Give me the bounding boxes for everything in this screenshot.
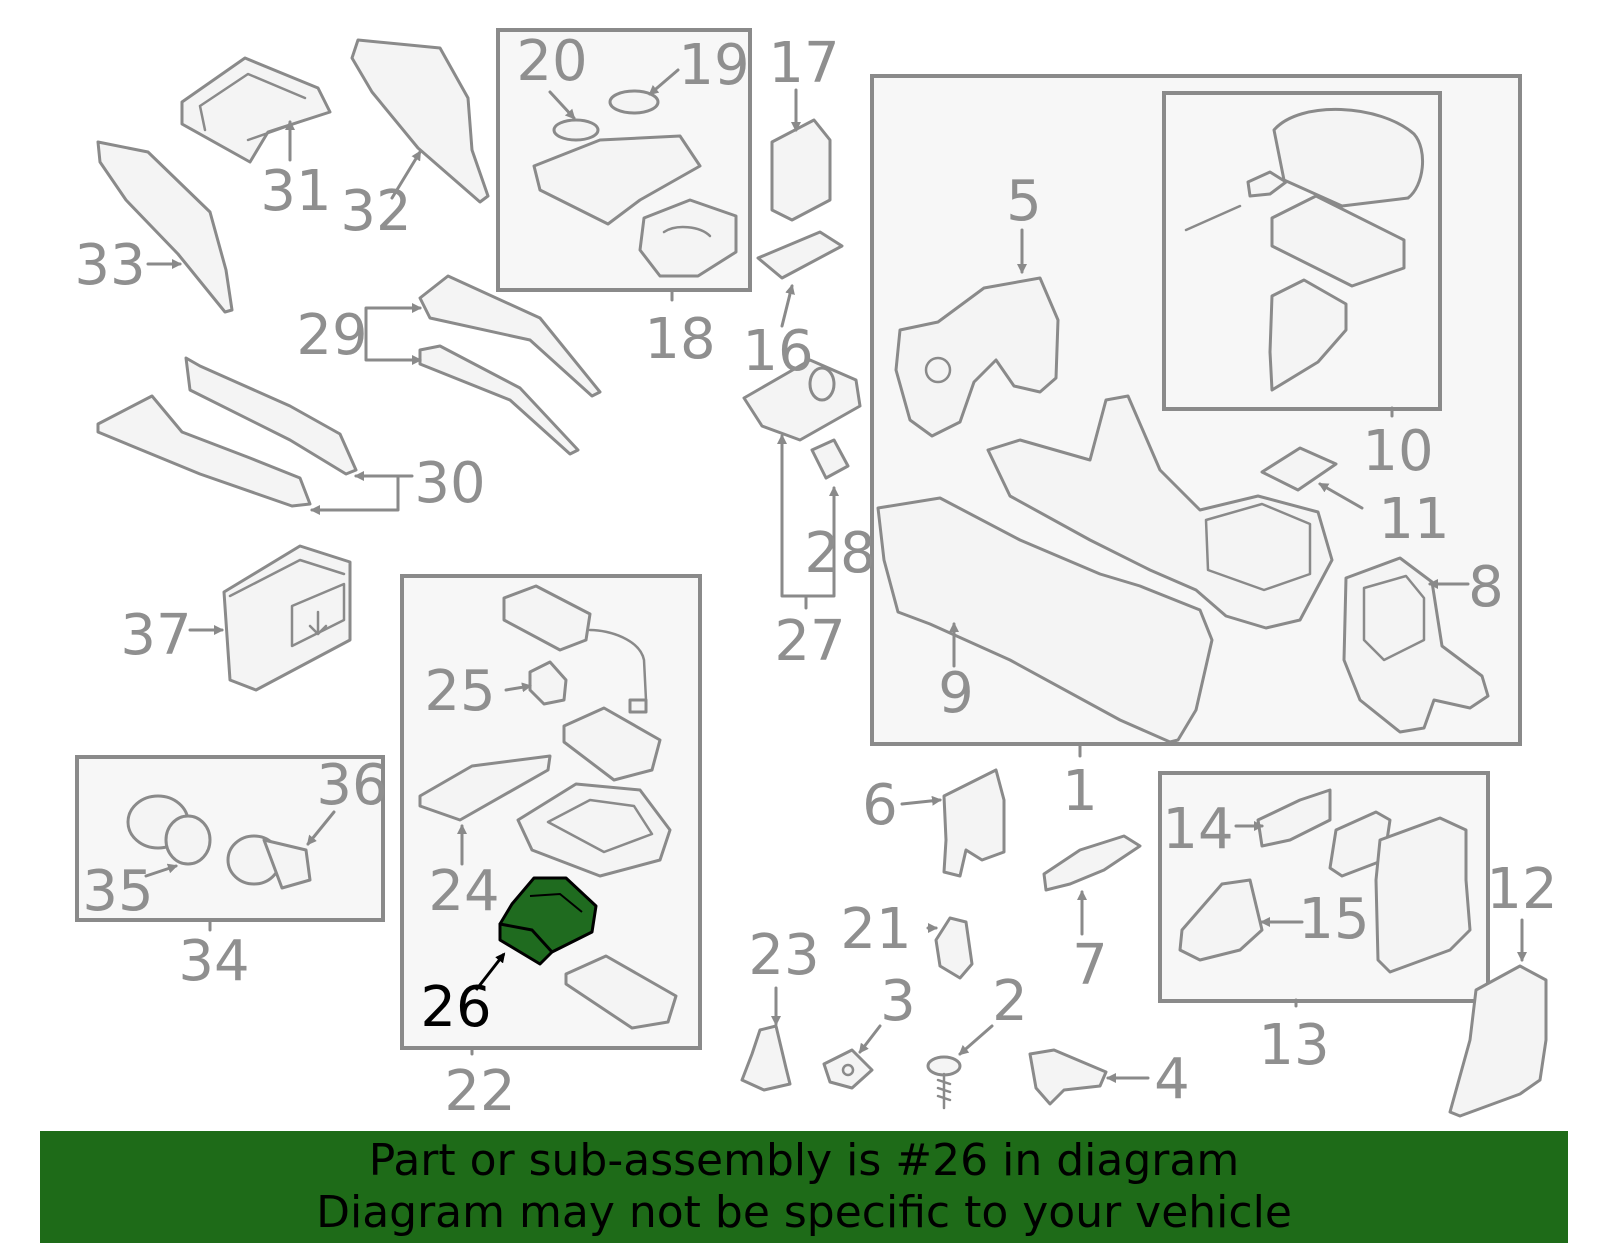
part-4-bracket: [1028, 1048, 1108, 1106]
callout-28: 28: [804, 521, 875, 586]
part-10-latch-bracket: [1268, 278, 1348, 392]
callout-10: 10: [1362, 419, 1433, 484]
callout-17: 17: [768, 31, 839, 96]
callout-21: 21: [840, 897, 911, 962]
callout-35: 35: [82, 859, 153, 924]
part-33-side-panel: [96, 140, 234, 314]
part-37-switch-panel: [222, 544, 352, 692]
callout-6: 6: [862, 773, 898, 838]
callout-25: 25: [424, 659, 495, 724]
callout-15: 15: [1298, 887, 1369, 952]
part-10-armrest-lid: [1272, 107, 1425, 208]
part-23-clip: [740, 1024, 792, 1092]
notice-disclaimer: Diagram may not be specific to your vehi…: [316, 1187, 1292, 1238]
callout-27: 27: [774, 609, 845, 674]
part-30-trim-upper: [184, 356, 358, 476]
callout-7: 7: [1072, 933, 1108, 998]
callout-36: 36: [316, 753, 387, 818]
part-13-rear-panel: [1374, 816, 1472, 974]
notice-part-number: Part or sub-assembly is #26 in diagram: [368, 1135, 1240, 1186]
callout-33: 33: [74, 233, 145, 298]
part-31-storage-bin: [180, 56, 332, 164]
callout-16: 16: [742, 319, 813, 384]
part-12-rear-cover: [1448, 964, 1548, 1118]
part-1-console-frame: [986, 394, 1334, 630]
callout-19: 19: [678, 33, 749, 98]
part-16-tray: [756, 230, 844, 280]
callout-8: 8: [1468, 555, 1504, 620]
part-32-side-panel: [350, 38, 490, 204]
part-18-cupholder-assembly: [532, 89, 738, 278]
part-36-cover: [226, 834, 312, 890]
callout-1: 1: [1062, 759, 1098, 824]
part-14-clip: [1256, 788, 1332, 848]
callout-20: 20: [516, 29, 587, 94]
callout-3: 3: [880, 969, 916, 1034]
diagram-notice-banner: Part or sub-assembly is #26 in diagram D…: [40, 1131, 1568, 1243]
callout-12: 12: [1486, 857, 1557, 922]
callout-2: 2: [992, 969, 1028, 1034]
part-17-module: [770, 118, 832, 222]
part-10-hinge: [1184, 170, 1288, 232]
part-5-bracket: [894, 276, 1060, 438]
callout-11: 11: [1378, 487, 1449, 552]
part-26-highlighted: [498, 876, 598, 966]
part-9-side-panel: [876, 496, 1214, 744]
callout-22: 22: [444, 1059, 515, 1124]
callout-14: 14: [1162, 797, 1233, 862]
callout-5: 5: [1006, 169, 1042, 234]
part-22-switch-bezel: [502, 584, 648, 714]
callout-32: 32: [340, 179, 411, 244]
callout-26: 26: [420, 975, 491, 1040]
part-24-tray: [418, 754, 552, 822]
callout-24: 24: [428, 859, 499, 924]
callout-29: 29: [296, 303, 367, 368]
callout-31: 31: [260, 159, 331, 224]
part-21-clip: [934, 916, 974, 980]
part-22-pad: [562, 706, 662, 782]
part-7-bracket: [1042, 834, 1142, 892]
part-29-trim-lower: [418, 344, 580, 456]
callout-13: 13: [1258, 1013, 1329, 1078]
part-22-console-top: [516, 782, 672, 878]
part-11-pad: [1260, 446, 1338, 492]
part-35-socket: [126, 794, 212, 866]
part-27-shifter-bracket: [742, 358, 862, 442]
callout-23: 23: [748, 923, 819, 988]
callout-37: 37: [120, 603, 191, 668]
callout-34: 34: [178, 929, 249, 994]
part-15-handle: [1178, 878, 1264, 962]
callout-30: 30: [414, 451, 485, 516]
part-28-switch: [810, 438, 850, 480]
callout-18: 18: [644, 307, 715, 372]
callout-9: 9: [938, 661, 974, 726]
part-2-screw: [926, 1055, 962, 1110]
part-6-bracket: [942, 768, 1006, 878]
part-30-trim-lower: [96, 394, 312, 508]
callout-labels: 1 2 3 4 5 6 7 8 9 10 11 12 13 14 15 16 1…: [74, 29, 1557, 1124]
group-box-34: [75, 755, 385, 922]
part-3-clip: [822, 1048, 874, 1090]
callout-4: 4: [1154, 1047, 1190, 1112]
part-10-lid-frame: [1270, 194, 1406, 288]
leader-lines: [144, 68, 1527, 1083]
part-29-trim-upper: [418, 274, 602, 398]
part-22-tray-lower: [564, 954, 678, 1030]
